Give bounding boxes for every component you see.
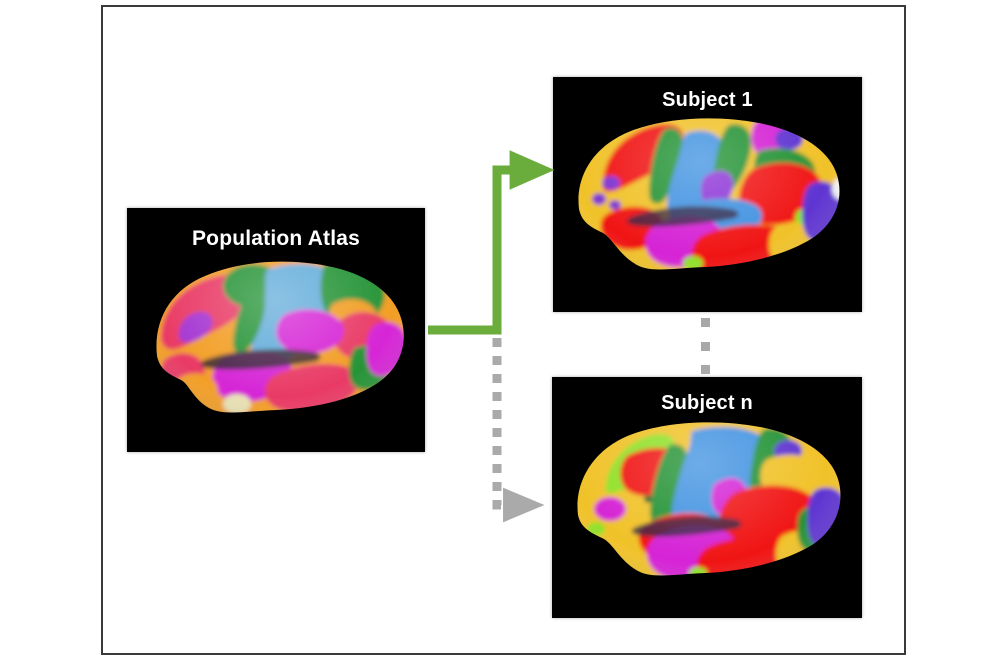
panel-subject-n: Subject n	[552, 377, 862, 618]
population-atlas-brain-image	[127, 208, 425, 452]
subject-n-brain-image	[552, 377, 862, 618]
panel-population-atlas: Population Atlas	[127, 208, 425, 452]
vertical-ellipsis	[700, 318, 710, 374]
ellipsis-dot	[700, 365, 710, 374]
panel-subject-1: Subject 1	[553, 77, 862, 312]
ellipsis-dot	[700, 341, 710, 351]
subject-1-brain-image	[553, 77, 862, 312]
ellipsis-dot	[700, 318, 710, 327]
